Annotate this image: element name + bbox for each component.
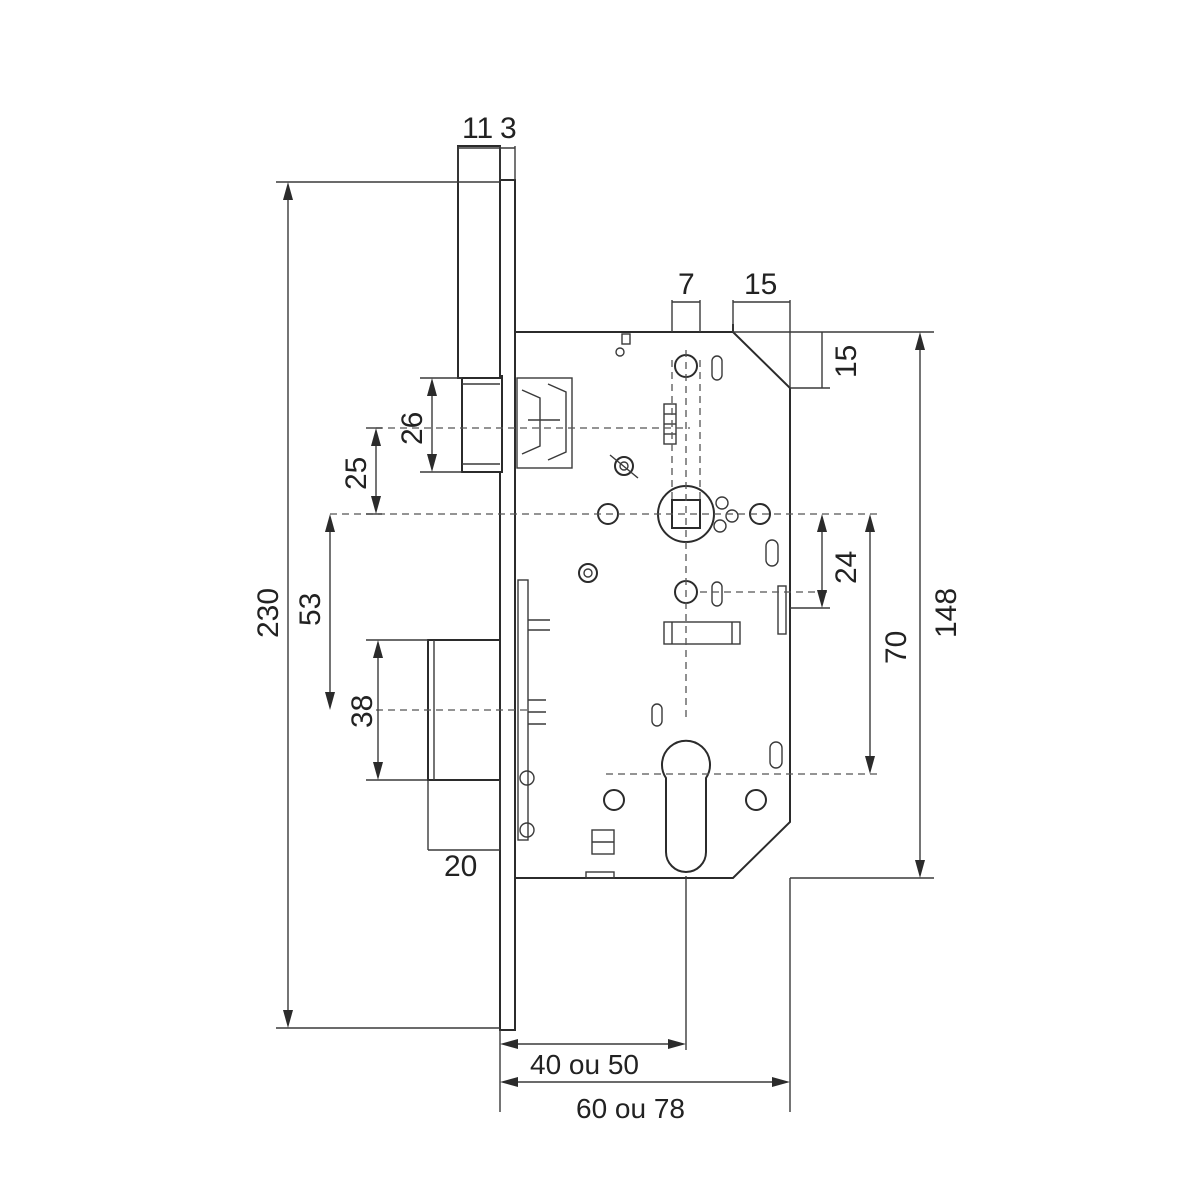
dim-case-height: 148 bbox=[930, 588, 963, 638]
dim-backset: 40 ou 50 bbox=[530, 1049, 639, 1080]
dim-deadbolt-projection: 20 bbox=[444, 850, 477, 883]
dim-latch-height: 26 bbox=[396, 412, 429, 445]
dim-faceplate-edge: 3 bbox=[500, 112, 517, 145]
dim-deadbolt-height: 38 bbox=[346, 695, 379, 728]
extension-lines bbox=[276, 146, 934, 1112]
latch-bolt bbox=[461, 375, 573, 473]
dim-latch-to-follower: 25 bbox=[340, 457, 373, 490]
dim-follower-to-aux: 24 bbox=[830, 551, 863, 584]
dim-corner-chamfer-width: 15 bbox=[744, 268, 777, 301]
faceplate-upper-extension bbox=[457, 145, 501, 379]
dim-corner-chamfer-height: 15 bbox=[830, 345, 863, 378]
dim-follower-to-deadbolt: 53 bbox=[294, 593, 327, 626]
faceplate bbox=[499, 179, 516, 1031]
dim-follower-square: 7 bbox=[678, 268, 695, 301]
cylinder-cutout bbox=[661, 739, 711, 873]
dimension-labels: 11 3 7 15 15 26 25 53 38 20 24 70 148 23… bbox=[252, 112, 963, 1124]
dim-faceplate-height: 230 bbox=[252, 588, 285, 638]
dim-faceplate-thickness: 11 bbox=[462, 112, 493, 145]
dimension-lines bbox=[283, 147, 925, 1087]
dim-follower-to-cylinder: 70 bbox=[880, 631, 913, 664]
dim-case-depth: 60 ou 78 bbox=[576, 1093, 685, 1124]
centerlines bbox=[330, 350, 880, 775]
lock-case bbox=[514, 324, 791, 879]
